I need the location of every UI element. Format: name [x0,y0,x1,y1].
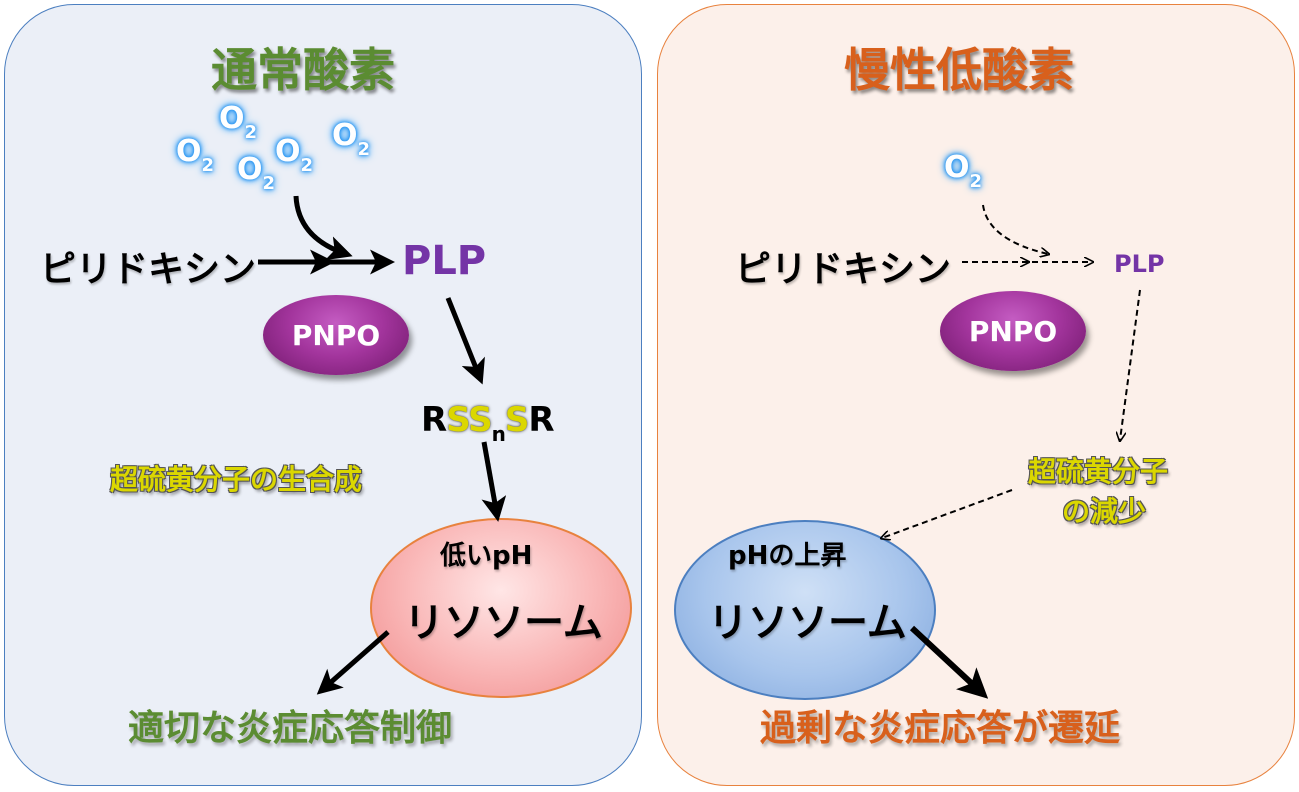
supersulfide-synthesis-label: 超硫黄分子の生合成 [110,463,363,496]
lysosome-to-outcome-arrow [316,630,390,695]
oxygen-molecule: O2 [944,150,983,192]
supersulfide-decrease-label: の減少 [1062,495,1147,528]
oxygen-molecule: O2 [176,134,215,176]
pyridoxine-label: ピリドキシン [40,249,257,290]
ph-note: pHの上昇 [728,541,847,571]
o2-to-plp-arrow [293,195,353,261]
hypoxia-title: 慢性低酸素 [844,43,1074,97]
hypoxia-outcome: 過剰な炎症応答が遷延 [760,708,1121,749]
normoxia-title: 通常酸素 [211,43,395,97]
plp-to-persulfide-arrow [445,297,485,385]
oxygen-molecule: O2 [237,152,276,194]
pyridoxine-label: ピリドキシン [735,249,952,290]
pnpo-enzyme: PNPO [940,291,1086,371]
lysosome-label: リソソーム [708,600,907,646]
pnpo-enzyme: PNPO [263,295,409,375]
oxygen-molecule: O2 [332,118,371,160]
lysosome-to-outcome-arrow [909,625,989,699]
lysosome [674,520,936,700]
plp-label: PLP [1114,250,1165,278]
oxygen-molecule: O2 [219,101,258,143]
o2-to-plp-dashed-arrow [982,204,1048,254]
decrease-to-lysosome-dashed-arrow [882,489,1013,538]
persulfide-to-lysosome-arrow [481,441,507,522]
plp-label: PLP [402,238,487,284]
ph-note: 低いpH [440,541,533,571]
persulfide-formula: RSSnSR [421,400,555,446]
plp-to-decrease-dashed-arrow [1120,289,1141,440]
normoxia-outcome: 適切な炎症応答制御 [128,708,453,749]
oxygen-molecule: O2 [275,134,314,176]
supersulfide-decrease-label: 超硫黄分子 [1028,455,1169,488]
lysosome [370,518,632,698]
lysosome-label: リソソーム [404,600,603,646]
